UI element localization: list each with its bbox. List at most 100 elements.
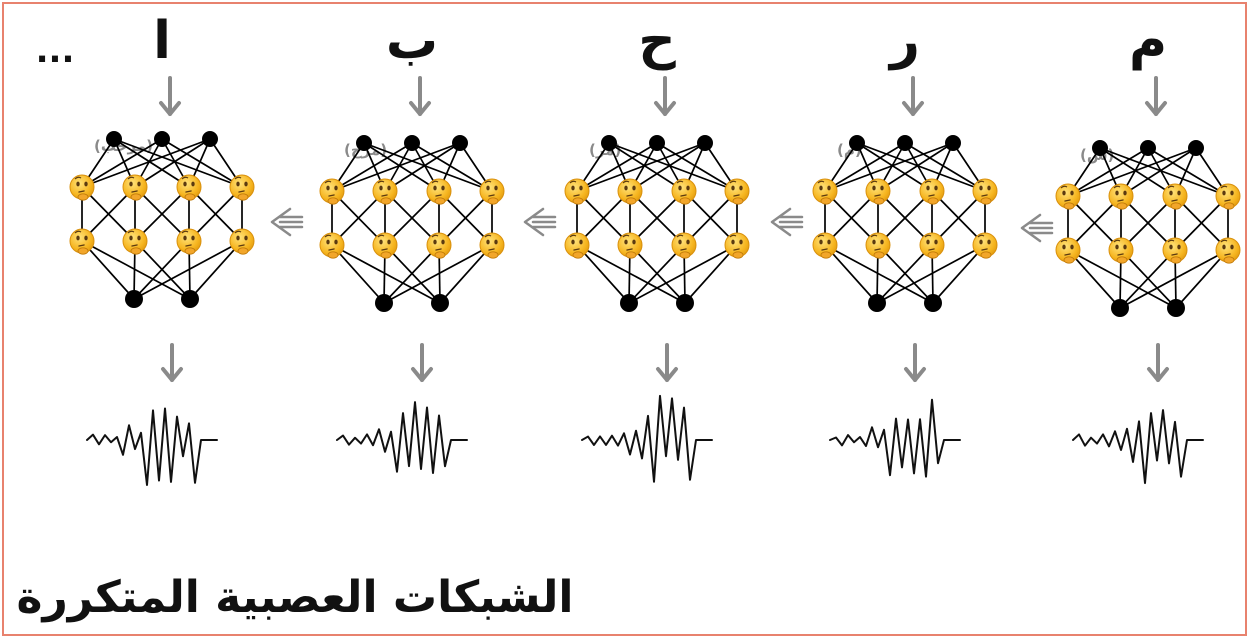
edge-input-hidden (113, 138, 190, 188)
mouth (680, 248, 687, 251)
output-down-arrow-icon (656, 343, 678, 382)
eye-right (686, 185, 690, 191)
mouth (874, 194, 881, 197)
eye-right (334, 239, 338, 245)
input-down-arrow-icon (159, 76, 181, 116)
eye-left (979, 239, 983, 245)
eye-left (76, 235, 80, 241)
eye-right (739, 185, 743, 191)
mouth (1064, 199, 1071, 202)
eye-left (872, 185, 876, 191)
eye-left (433, 239, 437, 245)
edge-hidden-output (189, 240, 243, 300)
mouth (680, 194, 687, 197)
brow (1060, 185, 1068, 189)
eye-left (183, 235, 187, 241)
step-letter: ر (887, 11, 920, 71)
eye-right (494, 239, 498, 245)
mouth (733, 194, 740, 197)
brow (817, 234, 825, 238)
edge-hidden-output (1175, 249, 1229, 309)
mouth (328, 194, 335, 197)
recurrent-left-arrow-icon (770, 207, 804, 237)
eye-left (624, 239, 628, 245)
neuron-thinking-face-icon (69, 228, 95, 255)
step-letter: م (1129, 11, 1167, 71)
hand (1116, 202, 1128, 210)
brow (729, 180, 737, 184)
edge-hidden-output (824, 244, 878, 304)
eye-left (236, 181, 240, 187)
edge-hidden-hidden (81, 186, 136, 242)
hand (1170, 256, 1182, 264)
eye-right (387, 239, 391, 245)
edge-hidden-output (824, 244, 934, 304)
neuron-thinking-face-icon (1055, 183, 1081, 210)
hand (927, 197, 939, 205)
edge-hidden-output (1067, 249, 1121, 309)
edge-hidden-hidden (877, 190, 933, 246)
mouth (821, 248, 828, 251)
neuron-thinking-face-icon (319, 178, 345, 205)
eye-right (191, 235, 195, 241)
neuron-thinking-face-icon (865, 178, 891, 205)
neuron-thinking-face-icon (1162, 237, 1188, 264)
mouth (435, 194, 442, 197)
edge-hidden-hidden (384, 190, 440, 246)
edge-hidden-output (628, 244, 738, 304)
mouth (1117, 199, 1124, 202)
mouth (131, 190, 138, 193)
mouth (1171, 199, 1178, 202)
hand (1063, 256, 1075, 264)
mouth (328, 248, 335, 251)
brow (324, 234, 332, 238)
edge-input-hidden (656, 142, 738, 192)
brow (1167, 239, 1175, 243)
network-edges (331, 142, 493, 304)
eye-left (326, 185, 330, 191)
neuron-thinking-face-icon (1162, 183, 1188, 210)
input-down-arrow-icon (409, 76, 431, 116)
eye-right (1177, 190, 1181, 196)
mouth (821, 194, 828, 197)
neuron-thinking-face-icon (122, 228, 148, 255)
mouth (1171, 253, 1178, 256)
eye-left (1169, 244, 1173, 250)
edge-input-hidden (576, 142, 706, 192)
hand (77, 193, 89, 201)
step-letter: ح (638, 11, 676, 71)
hand (1116, 256, 1128, 264)
arrow-head (523, 207, 545, 237)
input-down-arrow-icon (1145, 76, 1167, 116)
eye-right (987, 239, 991, 245)
mouth (131, 244, 138, 247)
edge-hidden-hidden (1067, 195, 1122, 251)
neuron-thinking-face-icon (176, 228, 202, 255)
eye-right (1123, 244, 1127, 250)
recurrent-left-arrow-icon (523, 207, 557, 237)
input-node (452, 135, 468, 151)
eye-left (486, 239, 490, 245)
eye-right (880, 185, 884, 191)
edge-hidden-output (331, 244, 385, 304)
neuron-thinking-face-icon (812, 232, 838, 259)
brow (977, 180, 985, 184)
eye-right (739, 239, 743, 245)
neuron-thinking-face-icon (972, 232, 998, 259)
eye-left (819, 239, 823, 245)
edge-hidden-hidden (1174, 195, 1229, 251)
eye-left (379, 239, 383, 245)
brow (924, 180, 932, 184)
neuron-thinking-face-icon (919, 232, 945, 259)
edge-hidden-hidden (331, 190, 386, 246)
neuron-thinking-face-icon (229, 174, 255, 201)
edge-input-hidden (1099, 147, 1176, 197)
hand (625, 197, 637, 205)
output-node (924, 294, 942, 312)
brow (622, 234, 630, 238)
mouth (573, 248, 580, 251)
eye-right (334, 185, 338, 191)
brow (676, 234, 684, 238)
eye-left (1222, 190, 1226, 196)
brow (127, 230, 135, 234)
